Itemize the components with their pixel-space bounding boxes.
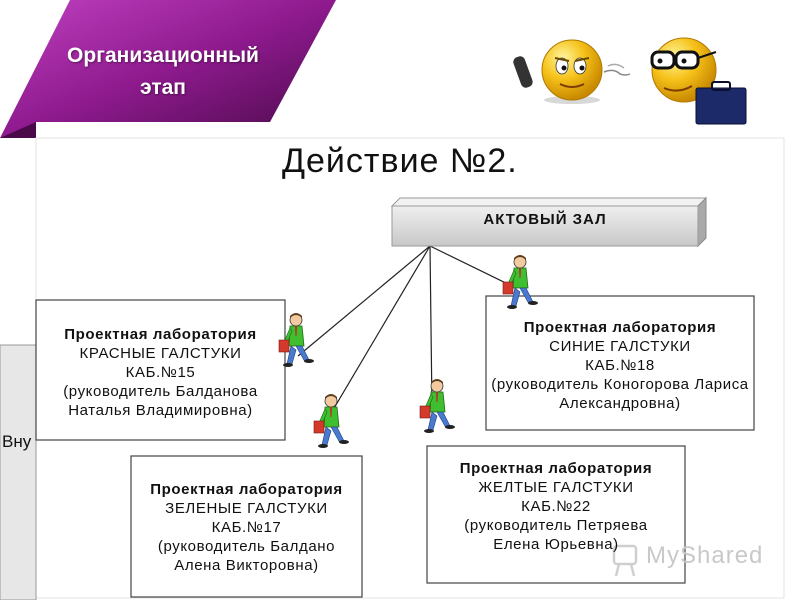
cut-off-panel	[0, 344, 37, 600]
lab-box-blue	[485, 295, 755, 431]
walking-student-icon	[419, 378, 456, 434]
lab-title: Проектная лаборатория	[150, 481, 343, 498]
walking-student-icon	[313, 393, 350, 449]
lab-leader-line-2: Елена Юрьевна)	[493, 536, 619, 553]
lab-box-yellow	[426, 445, 686, 584]
lab-leader-line-1: (руководитель Балданова	[63, 383, 258, 400]
lab-name: КРАСНЫЕ ГАЛСТУКИ	[79, 345, 242, 362]
watermark-text: MyShared	[646, 542, 764, 569]
lab-leader-line-2: Александровна)	[559, 395, 681, 412]
hall-label: АКТОВЫЙ ЗАЛ	[483, 211, 607, 228]
lab-red: Проектная лаборатория КРАСНЫЕ ГАЛСТУКИ К…	[38, 325, 283, 420]
lab-title: Проектная лаборатория	[64, 326, 257, 343]
watermark: MyShared	[606, 538, 776, 578]
lab-leader-line-2: Алена Викторовна)	[174, 557, 319, 574]
lab-yellow: Проектная лаборатория ЖЕЛТЫЕ ГАЛСТУКИ КА…	[429, 459, 683, 554]
banner-title: Организационный этап	[28, 40, 298, 104]
lab-title: Проектная лаборатория	[459, 460, 653, 477]
lab-box-green	[130, 455, 363, 598]
cut-off-text: Вну	[2, 432, 32, 451]
lab-box-red	[35, 299, 286, 441]
myshared-logo-icon	[612, 544, 638, 577]
lab-name: ЗЕЛЕНЫЕ ГАЛСТУКИ	[165, 500, 328, 517]
lab-leader-line-1: (руководитель Балдано	[157, 538, 336, 555]
lab-leader-line-1: (руководитель Петряева	[464, 517, 648, 534]
banner-line-1: Организационный	[67, 44, 259, 67]
lab-name: СИНИЕ ГАЛСТУКИ	[549, 338, 691, 355]
lab-room: КАБ.№15	[125, 364, 196, 381]
slide-title: Действие №2.	[282, 142, 518, 180]
connector-lines	[297, 245, 513, 416]
lab-leader-line-1: (руководитель Коногорова Лариса	[491, 376, 749, 393]
lab-blue: Проектная лаборатория СИНИЕ ГАЛСТУКИ КАБ…	[488, 318, 752, 413]
lab-title: Проектная лаборатория	[523, 319, 717, 336]
banner-line-2: этап	[140, 76, 186, 99]
lab-name: ЖЕЛТЫЕ ГАЛСТУКИ	[478, 479, 634, 496]
banner	[0, 0, 336, 138]
lab-room: КАБ.№22	[521, 498, 591, 515]
lab-leader-line-2: Наталья Владимировна)	[68, 402, 253, 419]
lab-room: КАБ.№17	[211, 519, 282, 536]
hall-box	[390, 196, 708, 248]
phone-emoji-icon	[513, 39, 631, 104]
lab-green: Проектная лаборатория ЗЕЛЕНЫЕ ГАЛСТУКИ К…	[133, 480, 360, 575]
businessman-emoji-icon	[650, 37, 747, 125]
lab-room: КАБ.№18	[585, 357, 655, 374]
